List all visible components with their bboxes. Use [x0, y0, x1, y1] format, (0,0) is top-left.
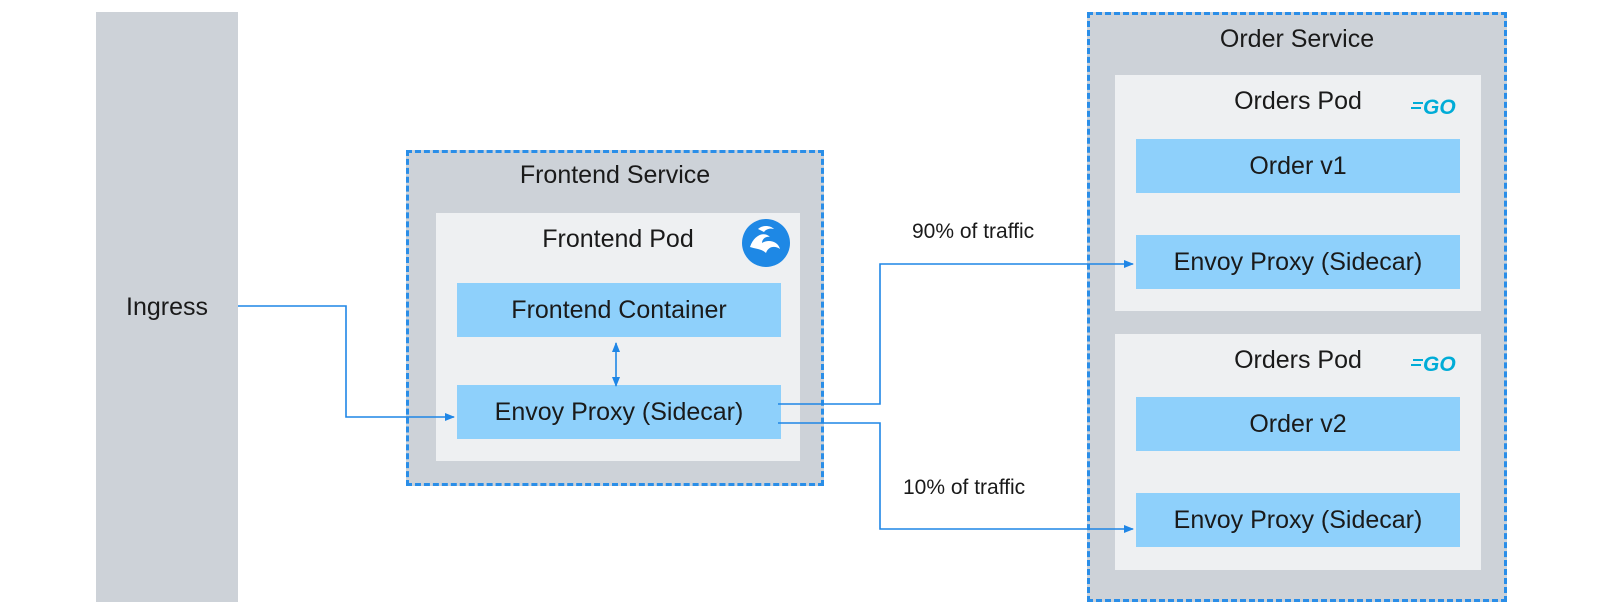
- traffic-10-label: 10% of traffic: [903, 476, 1026, 499]
- orders-pod-1-sidecar[interactable]: Envoy Proxy (Sidecar): [1136, 235, 1460, 289]
- go-logo-text: GO: [1423, 96, 1456, 117]
- orders-pod-1-sidecar-label: Envoy Proxy (Sidecar): [1173, 247, 1423, 276]
- frontend-service: Frontend Service Frontend Pod Frontend C…: [406, 150, 824, 486]
- traffic-90-label: 90% of traffic: [912, 220, 1035, 243]
- go-logo-text: GO: [1423, 353, 1456, 374]
- frontend-sidecar-label: Envoy Proxy (Sidecar): [494, 397, 744, 426]
- orders-pod-2-title: Orders Pod: [1234, 346, 1362, 374]
- ingress-to-envoy-arrow: [238, 305, 455, 421]
- orders-pod-1: Orders Pod GO Order v1 Envoy Proxy (Side…: [1115, 75, 1481, 311]
- order-v2-label: Order v2: [1249, 409, 1347, 438]
- order-service: Order Service Orders Pod GO Order v1 Env…: [1087, 12, 1507, 602]
- frontend-container-label: Frontend Container: [511, 295, 727, 324]
- orders-pod-1-title: Orders Pod: [1234, 87, 1362, 115]
- order-v1-label: Order v1: [1249, 151, 1347, 180]
- frontend-sidecar[interactable]: Envoy Proxy (Sidecar): [457, 385, 781, 439]
- frontend-service-title: Frontend Service: [519, 161, 711, 189]
- orders-pod-2-sidecar-label: Envoy Proxy (Sidecar): [1173, 505, 1423, 534]
- frontend-pod: Frontend Pod Frontend Container Envoy Pr…: [436, 213, 800, 461]
- ingress-label: Ingress: [126, 292, 208, 321]
- order-service-title: Order Service: [1219, 25, 1375, 53]
- traffic-90-arrow: [778, 260, 1134, 405]
- ingress-box: Ingress: [96, 12, 238, 602]
- orders-pod-2: Orders Pod GO Order v2 Envoy Proxy (Side…: [1115, 334, 1481, 570]
- go-logo-icon: GO: [1411, 96, 1456, 117]
- traffic-10-arrow: [778, 422, 1134, 533]
- order-v1-container[interactable]: Order v1: [1136, 139, 1460, 193]
- go-logo-icon: GO: [1411, 353, 1456, 374]
- frontend-container[interactable]: Frontend Container: [457, 283, 781, 337]
- order-v2-container[interactable]: Order v2: [1136, 397, 1460, 451]
- frontend-pod-title: Frontend Pod: [542, 225, 694, 253]
- orders-pod-2-sidecar[interactable]: Envoy Proxy (Sidecar): [1136, 493, 1460, 547]
- phoenix-logo-icon: [742, 219, 790, 267]
